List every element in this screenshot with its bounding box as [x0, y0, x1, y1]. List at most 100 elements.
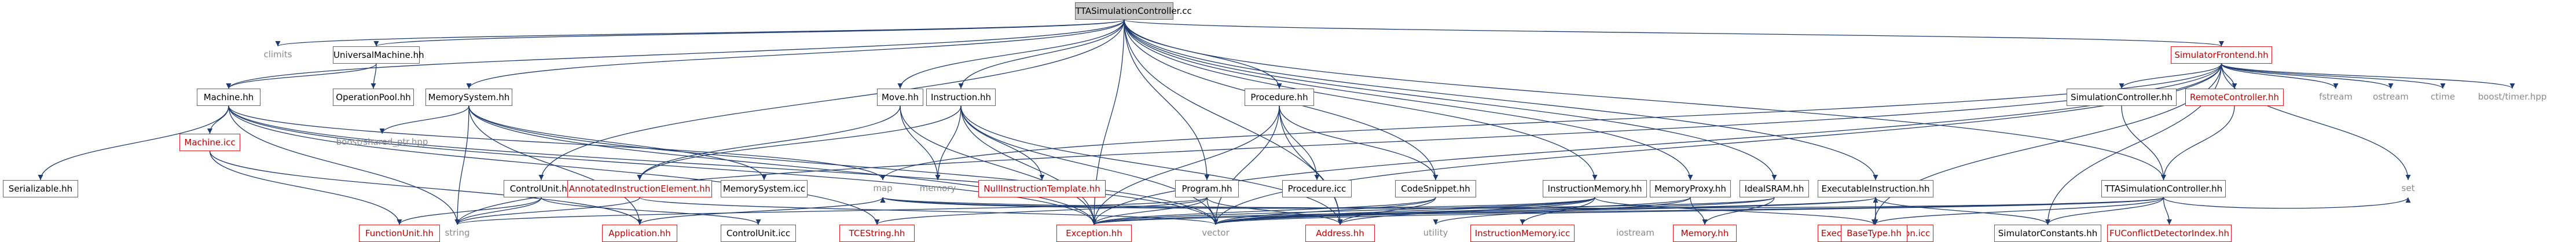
edge-root-to-universalmachine: [373, 19, 1125, 47]
edge-move-to-annotated: [637, 105, 901, 181]
node-map: map: [873, 183, 893, 193]
edge-root-to-memoryproxy: [1124, 19, 1693, 181]
edge-program-to-exception: [1091, 197, 1208, 225]
edge-ttasimcontroller-to-exception: [1092, 197, 2164, 225]
edge-memorysystem-to-boostshared: [379, 105, 469, 134]
edge-instruction-to-memory: [935, 105, 962, 181]
node-procedure[interactable]: Procedure.hh: [1245, 89, 1314, 106]
edge-program-to-string: [454, 197, 1208, 225]
node-fstream: fstream: [2319, 91, 2353, 102]
edge-root-to-memorysystem: [466, 19, 1125, 89]
edge-simfrontend-to-set: [2221, 63, 2411, 181]
node-tcestring[interactable]: TCEString.hh: [839, 225, 915, 242]
node-simconstants[interactable]: SimulatorConstants.hh: [1994, 225, 2101, 242]
edge-annotated-to-string: [454, 197, 640, 225]
node-move[interactable]: Move.hh: [877, 89, 923, 106]
edge-machine-to-string: [228, 105, 460, 225]
edge-instrmemory-to-vector: [1213, 197, 1595, 225]
node-simcontroller[interactable]: SimulationController.hh: [2067, 89, 2177, 106]
node-program[interactable]: Program.hh: [1175, 180, 1239, 197]
edge-procedure-to-procedureicc: [1279, 105, 1320, 181]
node-ostream: ostream: [2373, 91, 2409, 102]
node-codesnippet[interactable]: CodeSnippet.hh: [1395, 180, 1476, 197]
edge-instrmemory-to-basetype: [1594, 197, 1877, 225]
node-simfrontend[interactable]: SimulatorFrontend.hh: [2171, 46, 2272, 64]
edge-machine-to-vector: [228, 105, 1219, 225]
edge-memorysystem-to-string: [454, 105, 469, 225]
node-memorysystemicc[interactable]: MemorySystem.icc: [721, 180, 808, 197]
edge-instrmemory-to-exception: [1091, 197, 1595, 225]
edge-memorysystem-to-memorysystemicc: [468, 105, 767, 181]
node-execinstr[interactable]: ExecutableInstruction.hh: [1818, 180, 1933, 197]
edge-ttasimcontroller-to-vector: [1213, 197, 2164, 225]
edge-instruction-to-address: [960, 105, 1343, 225]
node-operationpool[interactable]: OperationPool.hh: [333, 89, 414, 106]
node-memoryhh[interactable]: Memory.hh: [1673, 225, 1737, 242]
node-basetype[interactable]: BaseType.hh: [1841, 225, 1907, 242]
edge-memorysystem-to-application: [468, 105, 643, 225]
edge-codesnippet-to-vector: [1213, 197, 1436, 225]
node-exception[interactable]: Exception.hh: [1056, 225, 1132, 242]
node-root[interactable]: TTASimulationController.cc: [1075, 2, 1192, 20]
edge-application-to-map: [639, 197, 886, 225]
edge-universalmachine-to-machine: [226, 63, 377, 89]
edge-controlunit-to-string: [454, 197, 542, 225]
node-procedureicc[interactable]: Procedure.icc: [1282, 180, 1352, 197]
edge-root-to-simfrontend: [1124, 19, 2224, 47]
edge-instruction-to-vector: [960, 105, 1219, 225]
edge-ttasimcontroller-to-set: [2163, 197, 2411, 209]
node-machineicc[interactable]: Machine.icc: [179, 134, 240, 151]
node-memoryproxy[interactable]: MemoryProxy.hh: [1650, 180, 1731, 197]
node-serializable[interactable]: Serializable.hh: [3, 180, 78, 197]
edge-ttasimcontroller-to-basetype: [1872, 197, 2164, 225]
edge-move-to-exception: [900, 105, 1097, 225]
edge-simfrontend-to-fstream: [2221, 63, 2339, 89]
edge-root-to-instruction: [958, 19, 1125, 89]
node-iostream: iostream: [1616, 228, 1654, 238]
node-idealsram[interactable]: IdealSRAM.hh: [1740, 180, 1809, 197]
edge-codesnippet-to-exception: [1091, 197, 1436, 225]
edge-codesnippet-to-address: [1337, 197, 1436, 225]
node-application[interactable]: Application.hh: [602, 225, 677, 242]
node-memory: memory: [919, 183, 956, 193]
edge-move-to-memory: [900, 105, 941, 181]
edge-ttasimcontroller-to-fuconflict: [2163, 197, 2173, 225]
node-instrmemory[interactable]: InstructionMemory.hh: [1543, 180, 1647, 197]
edge-root-to-move: [897, 19, 1125, 89]
node-string: string: [445, 228, 470, 238]
edge-annotated-to-vector: [639, 197, 1219, 225]
node-ttasimcontroller[interactable]: TTASimulationController.hh: [2101, 180, 2226, 197]
edge-instruction-to-annotated: [637, 105, 962, 181]
node-annotated[interactable]: AnnotatedInstructionElement.hh: [567, 180, 712, 197]
node-remotecontroller[interactable]: RemoteController.hh: [2185, 89, 2284, 106]
edge-memorysystem-to-exception: [468, 105, 1097, 225]
edge-program-to-tcestring: [874, 197, 1208, 225]
node-utility: utility: [1423, 228, 1448, 238]
node-nullinstr[interactable]: NullInstructionTemplate.hh: [978, 180, 1106, 197]
edge-controlunit-to-controlunitcc: [541, 197, 761, 225]
edge-controlunit-to-functionunit: [397, 197, 542, 225]
edge-simfrontend-to-vector: [1213, 63, 2222, 225]
edge-root-to-execinstr: [1124, 19, 1878, 181]
edge-memorysystem-to-vector: [468, 105, 1219, 225]
node-controlunitcc[interactable]: ControlUnit.icc: [721, 225, 796, 242]
node-controlunit[interactable]: ControlUnit.hh: [504, 180, 579, 197]
edge-execinstr-to-exception: [1091, 197, 1876, 225]
node-functionunit[interactable]: FunctionUnit.hh: [359, 225, 440, 242]
node-machine[interactable]: Machine.hh: [197, 89, 260, 106]
edge-simfrontend-to-string: [454, 63, 2222, 225]
node-universalmachine[interactable]: UniversalMachine.hh: [333, 46, 424, 64]
edge-simcontroller-to-ttasimcontroller: [2121, 105, 2167, 181]
node-address[interactable]: Address.hh: [1305, 225, 1375, 242]
edge-idealsram-to-memoryhh: [1702, 197, 1775, 225]
node-instruction[interactable]: Instruction.hh: [926, 89, 996, 106]
edge-simfrontend-to-ctime: [2221, 63, 2446, 89]
node-instrmemicc[interactable]: InstructionMemory.icc: [1470, 225, 1575, 242]
edge-procedure-to-exception: [1091, 105, 1280, 225]
edge-machineicc-to-functionunit: [209, 151, 402, 225]
node-memorysystem[interactable]: MemorySystem.hh: [425, 89, 512, 106]
edge-root-to-ttasimcontroller: [1124, 19, 2166, 181]
node-fuconflict[interactable]: FUConflictDetectorIndex.hh: [2107, 225, 2232, 242]
edge-idealsram-to-map: [880, 197, 1775, 209]
